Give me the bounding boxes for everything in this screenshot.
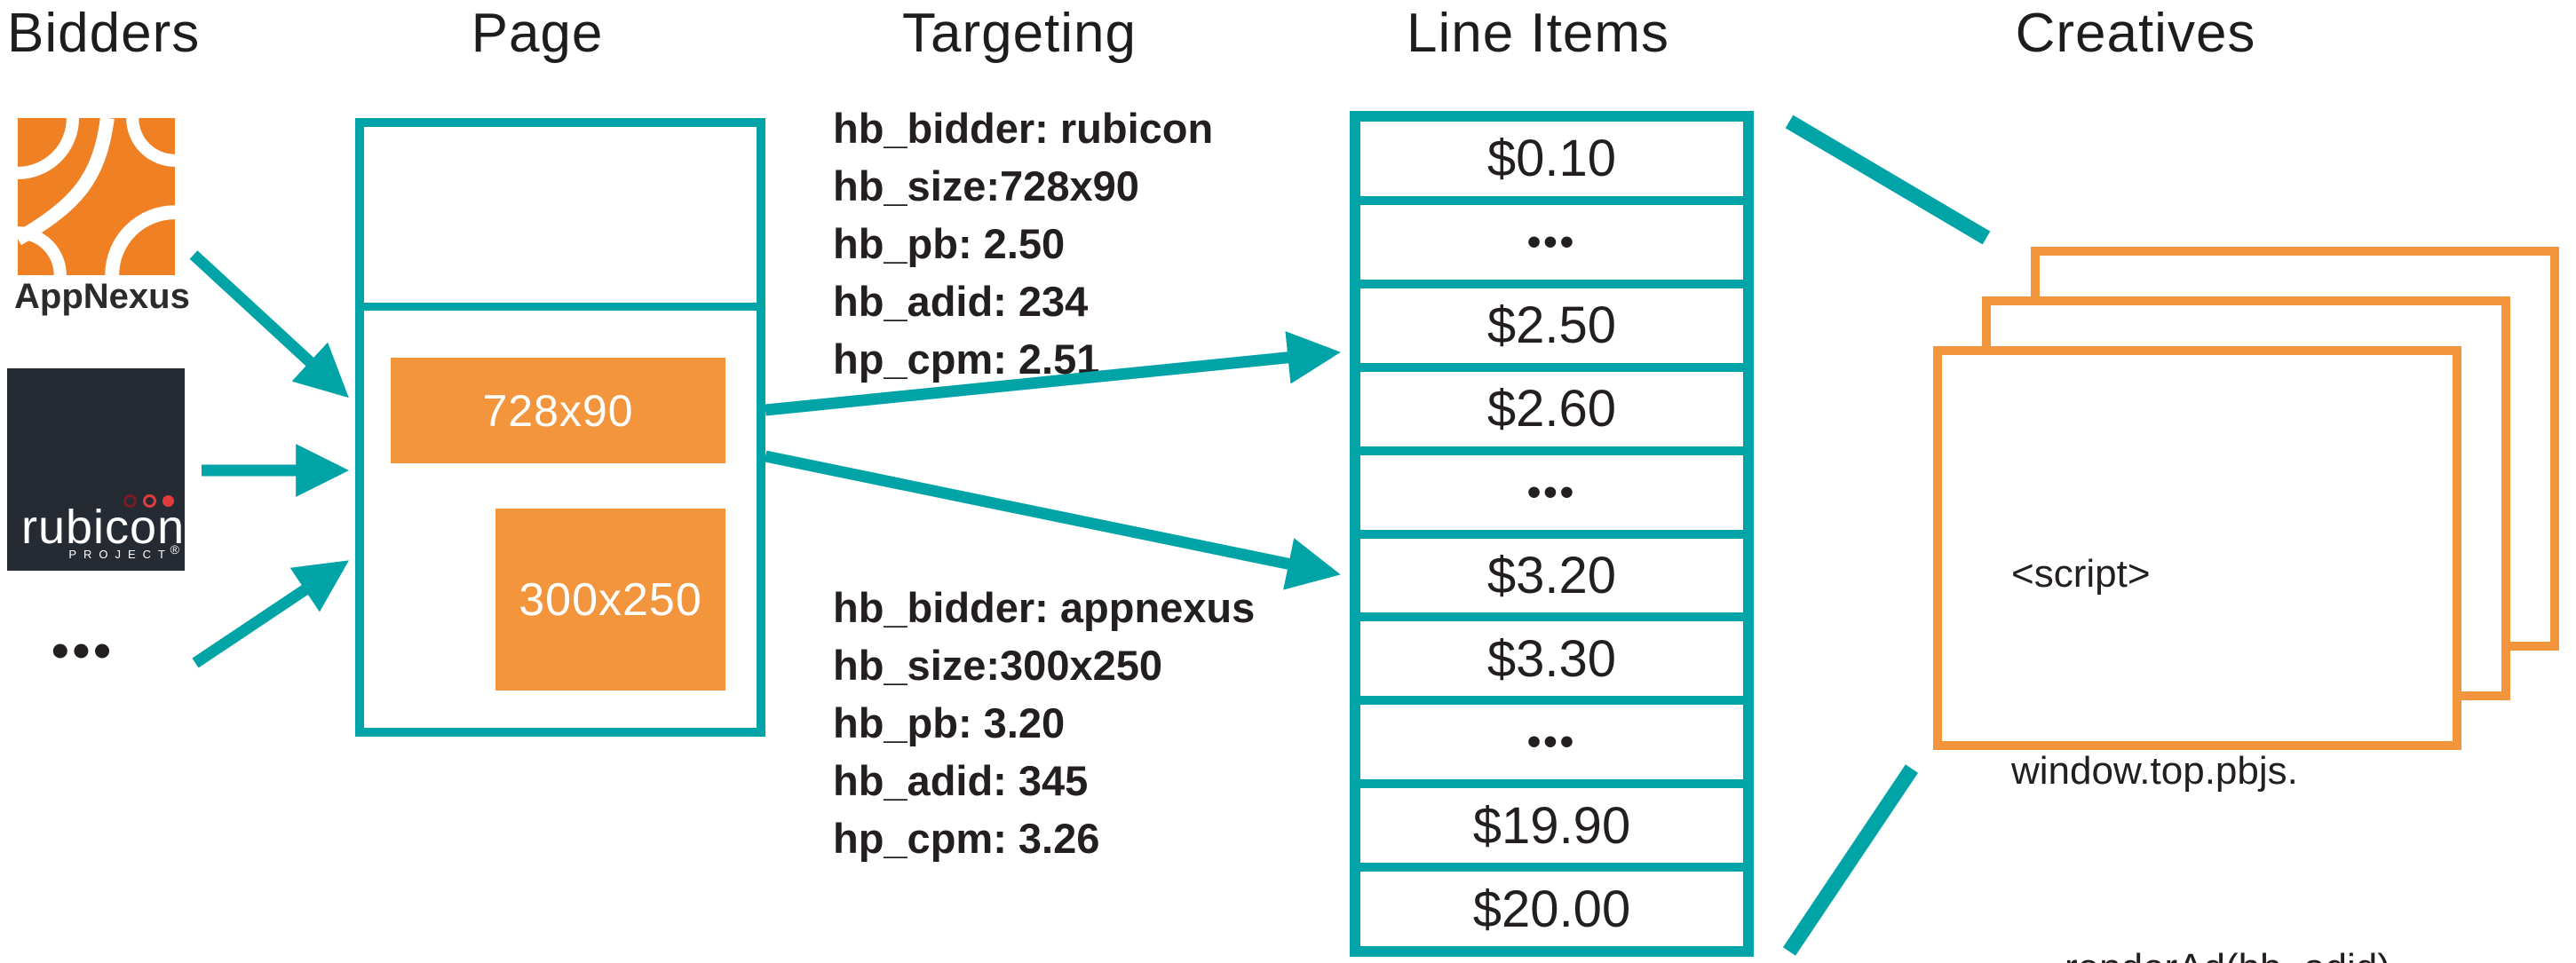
line-item-row: $2.50 [1360,288,1743,363]
rubicon-dot-icon [143,494,156,508]
rubicon-registered-mark: ® [170,542,179,556]
page-box: 728x90 300x250 [355,118,765,737]
line-items-table: $0.10 ••• $2.50 $2.60 ••• $3.20 $3.30 ••… [1350,111,1754,957]
creatives-column-title: Creatives [2015,3,2256,64]
more-bidders-ellipsis: ••• [52,622,115,678]
targeting-line: hb_pb: 2.50 [833,220,1066,267]
connector-lineitems-bottom-to-creatives [1782,764,1919,956]
code-line: renderAd(hb_adid) [2011,935,2390,963]
targeting-line: hb_adid: 345 [833,757,1089,804]
bidders-column-title: Bidders [7,3,201,64]
code-line: window.top.pbjs. [2011,749,2298,793]
targeting-keyvalues-appnexus: hb_bidder: appnexus hb_size:300x250 hb_p… [833,579,1255,867]
rubicon-project-subtext: PROJECT [68,548,172,561]
line-item-row: $2.60 [1360,371,1743,446]
targeting-line: hb_size:300x250 [833,642,1163,689]
appnexus-label: AppNexus [14,277,190,316]
connector-lineitems-top-to-creatives [1785,114,1991,245]
targeting-line: hb_bidder: rubicon [833,105,1214,152]
targeting-line: hb_size:728x90 [833,162,1139,209]
targeting-line: hp_cpm: 3.26 [833,815,1100,862]
line-item-row: $19.90 [1360,788,1743,864]
line-items-column-title: Line Items [1406,3,1670,64]
appnexus-logo-icon [18,118,175,275]
creative-render-script: <script> window.top.pbjs. renderAd(hb_ad… [2011,410,2390,963]
code-line: <script> [2011,552,2151,596]
targeting-line: hb_pb: 3.20 [833,699,1066,746]
targeting-column-title: Targeting [901,3,1137,64]
line-item-row-ellipsis: ••• [1360,705,1743,780]
line-item-row: $20.00 [1360,872,1743,947]
arrow-page-to-lineitem-320 [764,450,1341,590]
line-item-row-ellipsis: ••• [1360,204,1743,280]
ad-slot-728x90: 728x90 [391,358,725,463]
arrow-ellipsis-to-page [192,560,349,668]
rubicon-project-logo: rubicon ® PROJECT [7,368,185,571]
rubicon-dot-icon [162,495,174,507]
targeting-line: hb_adid: 234 [833,278,1089,325]
rubicon-wordmark: rubicon [21,501,186,554]
line-item-row: $3.20 [1360,538,1743,613]
line-item-row-ellipsis: ••• [1360,454,1743,530]
arrow-appnexus-to-page [189,250,349,399]
page-header-section [364,127,757,311]
ad-slot-300x250: 300x250 [495,509,725,691]
rubicon-dot-icon [123,494,137,508]
targeting-line: hb_bidder: appnexus [833,584,1256,631]
targeting-keyvalues-rubicon: hb_bidder: rubicon hb_size:728x90 hb_pb:… [833,99,1213,388]
page-column-title: Page [471,3,604,64]
rubicon-logo-dots [123,494,174,508]
line-item-row: $3.30 [1360,621,1743,697]
targeting-line: hp_cpm: 2.51 [833,335,1100,383]
line-item-row: $0.10 [1360,122,1743,196]
creative-card-front: <script> window.top.pbjs. renderAd(hb_ad… [1933,346,2461,963]
